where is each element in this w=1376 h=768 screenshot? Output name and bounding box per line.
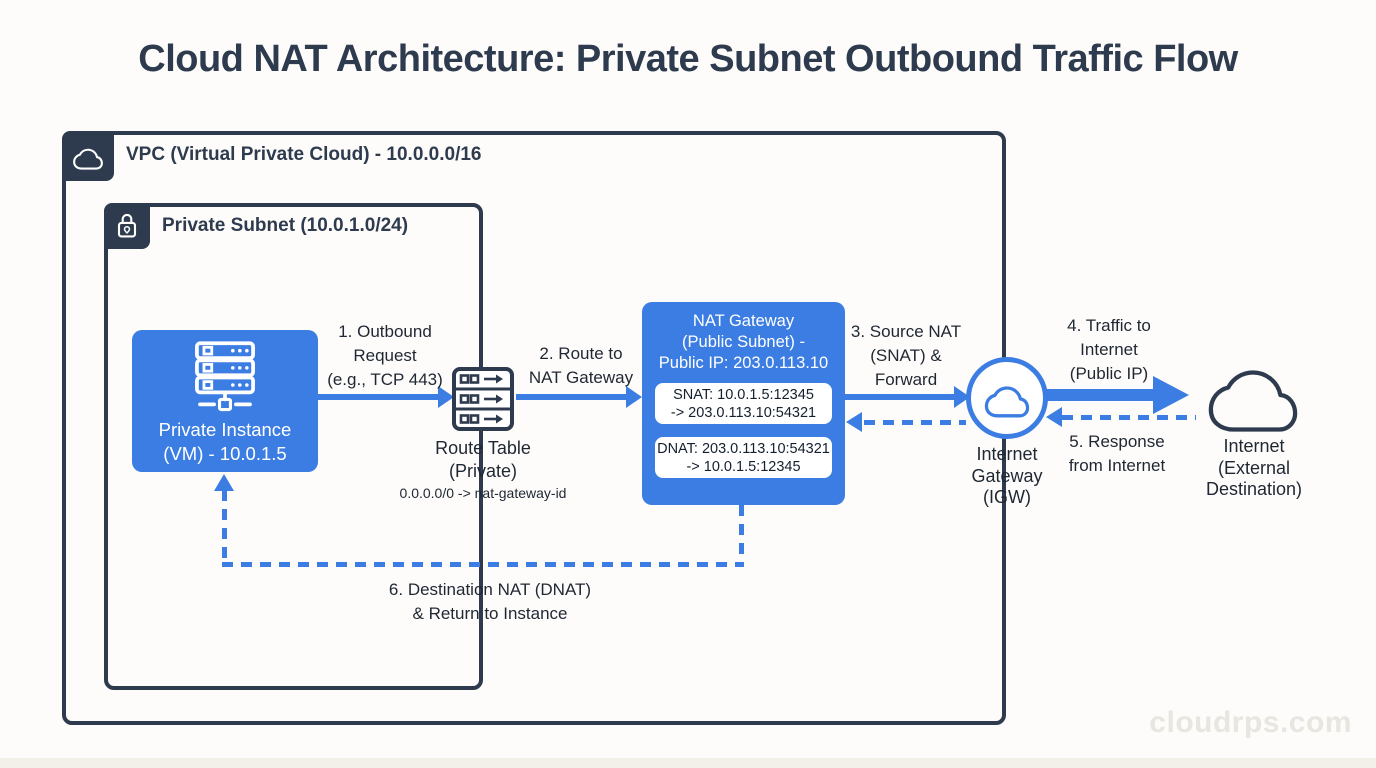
dashed-response-head-nat: [846, 412, 862, 432]
vpc-label: VPC (Virtual Private Cloud) - 10.0.0.0/1…: [126, 144, 482, 165]
watermark: cloudrps.com: [1149, 706, 1352, 739]
internet-gateway-label: Internet Gateway (IGW): [971, 444, 1043, 507]
internet-gateway-node: [966, 357, 1048, 439]
route-table-label: Route Table (Private): [435, 438, 531, 481]
dashed-response-head-igw: [1046, 407, 1062, 427]
step-6-label: 6. Destination NAT (DNAT) & Return to In…: [388, 580, 592, 623]
nat-gateway-node: NAT Gateway (Public Subnet) - Public IP:…: [642, 302, 845, 505]
route-table-rule: 0.0.0.0/0 -> nat-gateway-id: [399, 485, 567, 501]
arrow-1-head: [438, 386, 454, 408]
route-table-icon: [451, 366, 515, 432]
dashed-return-horizontal: [222, 562, 744, 567]
arrow-3-snat: [845, 394, 956, 400]
arrow-4-to-internet: [1047, 389, 1155, 401]
step-4-label: 4. Traffic to Internet (Public IP): [1067, 316, 1151, 383]
private-subnet-label: Private Subnet (10.0.1.0/24): [162, 215, 409, 236]
igw-cloud-icon: [982, 378, 1032, 418]
private-instance-node: Private Instance (VM) - 10.0.1.5: [132, 330, 318, 472]
bottom-strip: [0, 758, 1376, 768]
arrow-4-head: [1153, 376, 1189, 414]
nat-gateway-label: NAT Gateway (Public Subnet) - Public IP:…: [658, 312, 829, 372]
diagram-title: Cloud NAT Architecture: Private Subnet O…: [138, 38, 1238, 80]
step-3-label: 3. Source NAT (SNAT) & Forward: [850, 322, 962, 389]
private-instance-label: Private Instance (VM) - 10.0.1.5: [158, 419, 292, 464]
dashed-return-head-instance: [214, 474, 234, 491]
step-1-label: 1. Outbound Request (e.g., TCP 443): [327, 322, 443, 389]
snat-mapping: SNAT: 10.0.1.5:12345 -> 203.0.113.10:543…: [655, 383, 832, 424]
arrow-1-outbound: [318, 394, 440, 400]
vpc-tab: [62, 131, 114, 181]
dashed-response-igw-to-nat: [864, 420, 966, 425]
internet-label: Internet (External Destination): [1205, 436, 1303, 499]
step-5-label: 5. Response from Internet: [1068, 432, 1166, 475]
internet-cloud-icon: [1196, 352, 1310, 434]
step-2-label: 2. Route to NAT Gateway: [528, 344, 634, 387]
dnat-mapping: DNAT: 203.0.113.10:54321 -> 10.0.1.5:123…: [655, 437, 832, 478]
arrow-2-to-nat: [516, 394, 628, 400]
arrow-2-head: [626, 386, 642, 408]
dashed-return-nat-down: [739, 505, 744, 567]
dashed-response-internet-to-igw: [1062, 415, 1196, 420]
vpc-cloud-icon: [71, 143, 105, 170]
lock-icon: [112, 210, 142, 242]
dashed-return-up-to-instance: [222, 490, 227, 566]
private-subnet-boundary: [104, 203, 483, 690]
private-subnet-tab: [104, 203, 150, 249]
server-icon: [186, 340, 264, 412]
